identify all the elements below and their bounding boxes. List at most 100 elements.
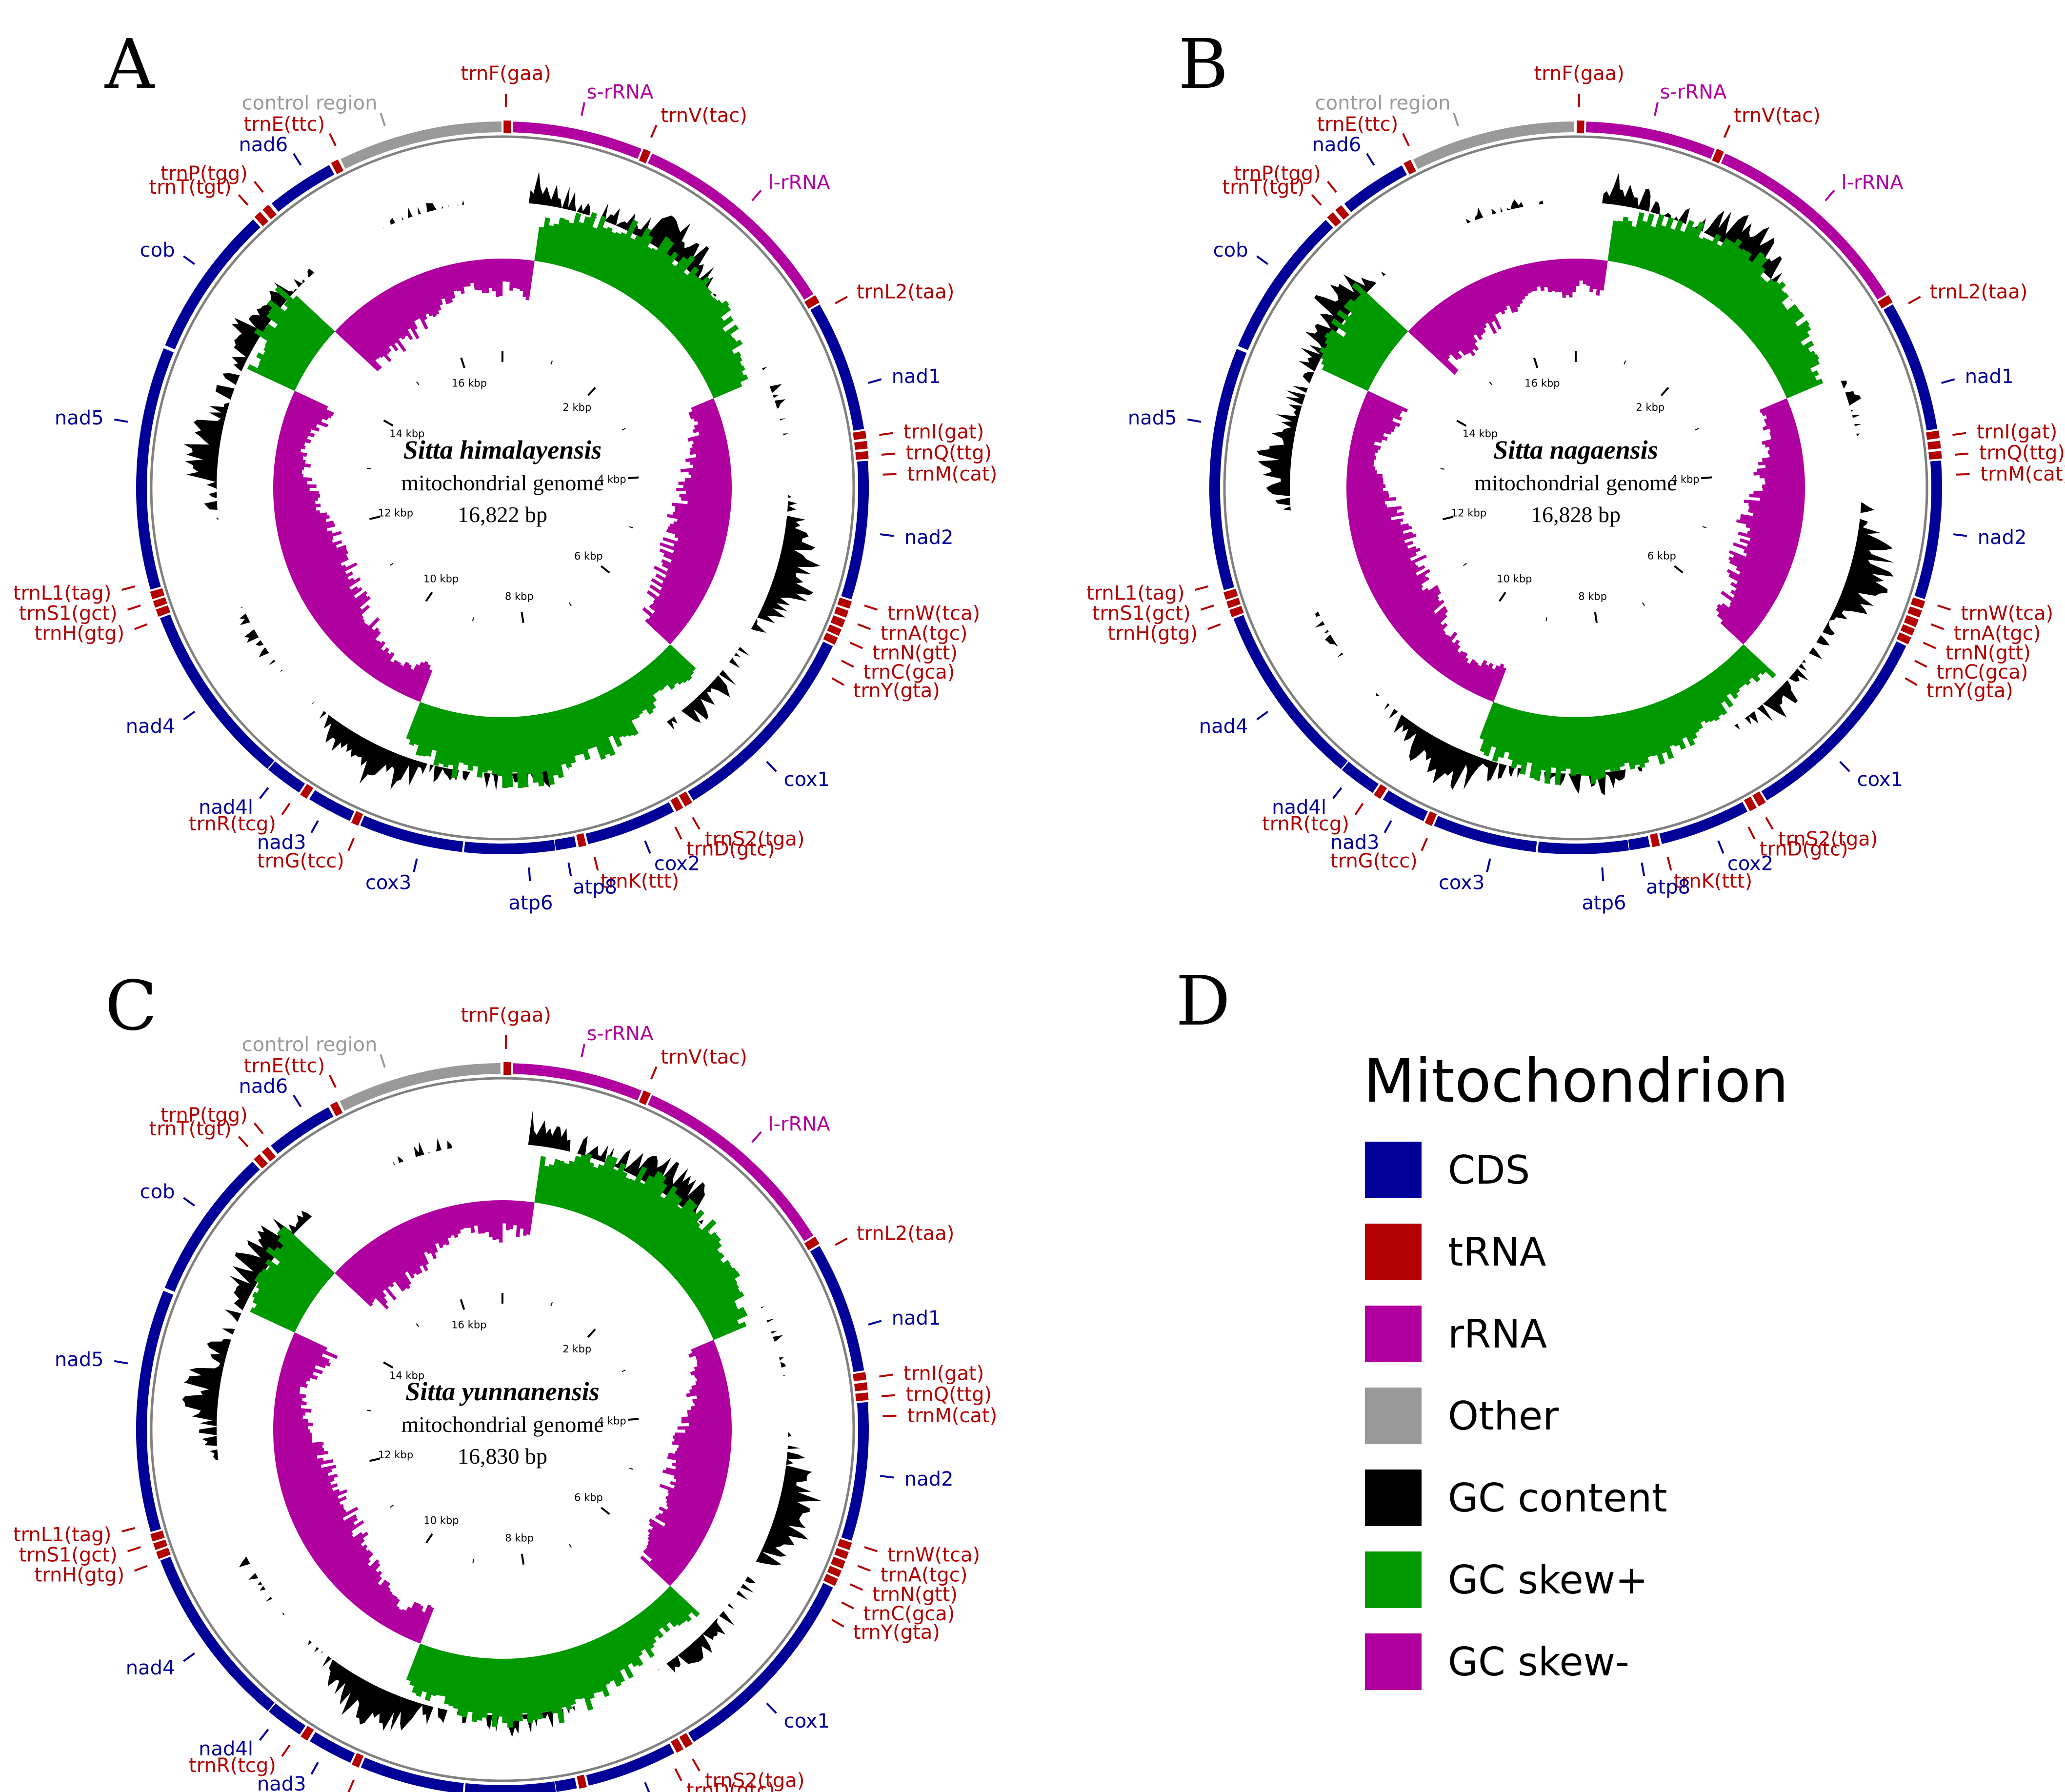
- kbp-tick: [472, 1559, 475, 1563]
- feature-arc-trnn-gtt-: [830, 615, 845, 627]
- gc-skew-segment: [409, 1611, 425, 1641]
- gc-skew-segment: [278, 436, 305, 446]
- gc-skew-segment: [506, 259, 511, 282]
- gc-skew-segment: [293, 557, 349, 585]
- label-leader: [1956, 473, 1970, 476]
- gc-skew-segment: [361, 1579, 388, 1613]
- gc-skew-segment: [381, 659, 399, 685]
- gc-skew-segment: [1324, 332, 1382, 370]
- gc-skew-segment: [1408, 328, 1457, 375]
- gc-skew-segment: [685, 452, 730, 463]
- gc-skew-segment: [1516, 265, 1528, 297]
- gc-skew-segment: [1486, 275, 1505, 315]
- feature-label-nad6: nad6: [239, 1075, 288, 1098]
- gc-skew-segment: [275, 456, 306, 464]
- feature-arc-cox3: [360, 815, 463, 852]
- feature-label-trnv-tac-: trnV(tac): [1734, 104, 1821, 127]
- gc-skew-segment: [413, 1604, 432, 1642]
- gc-skew-segment: [1676, 237, 1703, 284]
- gc-skew-segment: [1541, 715, 1552, 771]
- label-leader: [121, 585, 136, 591]
- gc-skew-segment: [1451, 293, 1483, 341]
- gc-skew-segment: [384, 1230, 415, 1279]
- gc-skew-segment: [1346, 476, 1383, 482]
- gc-skew-segment: [355, 1576, 382, 1608]
- gc-skew-segment: [1704, 676, 1725, 704]
- gc-skew-segment: [1350, 443, 1379, 453]
- gc-skew-segment: [1352, 282, 1408, 335]
- gc-skew-segment: [1347, 460, 1374, 467]
- genome-subtitle: mitochondrial genome: [401, 470, 603, 495]
- gc-skew-segment: [1769, 448, 1803, 458]
- gc-skew-segment: [1371, 565, 1425, 596]
- gc-skew-segment: [542, 1654, 558, 1714]
- gc-skew-segment: [1475, 663, 1494, 696]
- feature-arc-trnk-ttt-: [577, 1774, 587, 1789]
- gc-skew-segment: [273, 491, 319, 496]
- label-leader: [1666, 857, 1672, 871]
- gc-skew-segment: [676, 1460, 728, 1474]
- label-leader: [880, 533, 894, 537]
- gc-skew-segment: [276, 448, 307, 457]
- feature-label-cox1: cox1: [1857, 768, 1903, 791]
- kbp-tick-label: 8 kbp: [1578, 590, 1607, 602]
- gc-skew-segment: [283, 540, 333, 559]
- gc-skew-segment: [466, 261, 474, 283]
- gc-skew-segment: [329, 1548, 368, 1583]
- kbp-tick: [601, 1507, 610, 1515]
- label-leader: [882, 473, 897, 476]
- gc-skew-segment: [561, 1650, 580, 1700]
- label-leader: [1256, 710, 1269, 721]
- gc-skew-segment: [1729, 655, 1752, 681]
- feature-label-trny-gta-: trnY(gta): [853, 680, 940, 702]
- gc-skew-segment: [525, 260, 535, 301]
- feature-arc-atp8: [554, 836, 577, 850]
- feature-arc-nad1: [1883, 304, 1938, 431]
- gc-skew-segment: [1732, 653, 1761, 683]
- feature-label-l-rrna: l-rRNA: [768, 1113, 831, 1136]
- gc-skew-segment: [374, 652, 395, 681]
- gc-skew-segment: [506, 1658, 513, 1728]
- gc-skew-segment: [1532, 262, 1541, 287]
- gc-skew-segment: [661, 559, 712, 585]
- gc-skew-segment: [401, 1603, 421, 1637]
- gc-skew-segment: [1482, 665, 1500, 699]
- label-leader: [868, 1320, 882, 1326]
- label-leader: [183, 710, 196, 721]
- feature-arc-trnn-gtt-: [1904, 615, 1919, 627]
- gc-skew-segment: [1749, 538, 1796, 555]
- gc-skew-segment: [550, 1160, 565, 1207]
- gc-skew-segment: [674, 1485, 721, 1505]
- feature-label-trnd-gtc-: trnD(gtc): [686, 838, 775, 861]
- gc-skew-segment: [602, 692, 629, 738]
- gc-skew-segment: [406, 1643, 424, 1681]
- gc-skew-segment: [343, 1559, 380, 1597]
- gc-skew-segment: [565, 221, 584, 269]
- gc-skew-segment: [569, 1153, 592, 1212]
- gc-skew-segment: [1579, 259, 1584, 281]
- feature-arc-trne-ttc-: [1403, 160, 1416, 175]
- gc-skew-segment: [1413, 322, 1450, 360]
- gc-skew-segment: [1746, 544, 1794, 563]
- feature-label-nad4l: nad4l: [199, 1738, 253, 1760]
- gc-skew-segment: [670, 294, 714, 335]
- gc-skew-segment: [1603, 715, 1616, 771]
- gc-skew-segment: [542, 225, 554, 263]
- feature-arc-trni-gat-: [853, 430, 867, 440]
- gc-skew-segment: [474, 1201, 482, 1234]
- gc-skew-segment: [573, 212, 597, 271]
- feature-label-trnm-cat-: trnM(cat): [1981, 463, 2065, 485]
- feature-arc-trne-ttc-: [331, 159, 344, 175]
- kbp-tick: [416, 1323, 420, 1327]
- gc-skew-segment: [247, 364, 297, 391]
- gc-skew-segment: [573, 705, 592, 750]
- gc-skew-segment: [301, 571, 354, 603]
- gc-skew-segment: [1700, 678, 1727, 716]
- gc-skew-segment: [358, 641, 381, 669]
- label-leader: [253, 1122, 264, 1135]
- gc-skew-segment: [647, 1540, 686, 1571]
- gc-skew-segment: [349, 1570, 379, 1603]
- gc-skew-segment: [664, 647, 694, 676]
- gc-skew-segment: [561, 708, 579, 756]
